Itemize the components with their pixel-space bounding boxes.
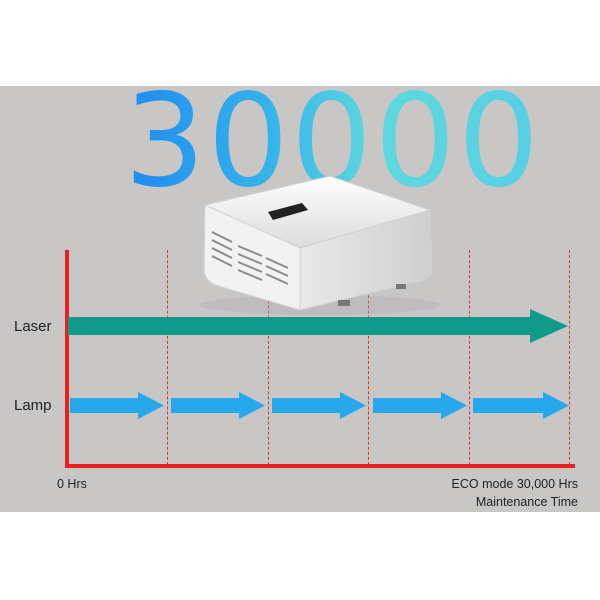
eco-mode-hours-text: ECO mode 30,000 Hrs [451, 477, 578, 491]
maintenance-time-label: ECO mode 30,000 Hrs Maintenance Time [452, 475, 578, 511]
interval-divider [268, 250, 269, 465]
lamp-arrow [171, 392, 265, 419]
projector-image [200, 175, 440, 315]
vertical-axis [65, 250, 69, 468]
horizontal-axis [65, 464, 575, 468]
lamp-label: Lamp [14, 397, 52, 414]
interval-divider [167, 250, 168, 465]
start-hours-label: 0 Hrs [57, 477, 87, 491]
interval-divider [368, 250, 369, 465]
lamp-arrow [473, 392, 569, 419]
laser-label: Laser [14, 318, 52, 335]
lamp-arrow [373, 392, 467, 419]
interval-divider [469, 250, 470, 465]
interval-divider [569, 250, 570, 465]
lamp-arrow [272, 392, 366, 419]
maintenance-time-text: Maintenance Time [475, 495, 578, 509]
lamp-arrow [70, 392, 164, 419]
laser-arrow [68, 309, 568, 343]
